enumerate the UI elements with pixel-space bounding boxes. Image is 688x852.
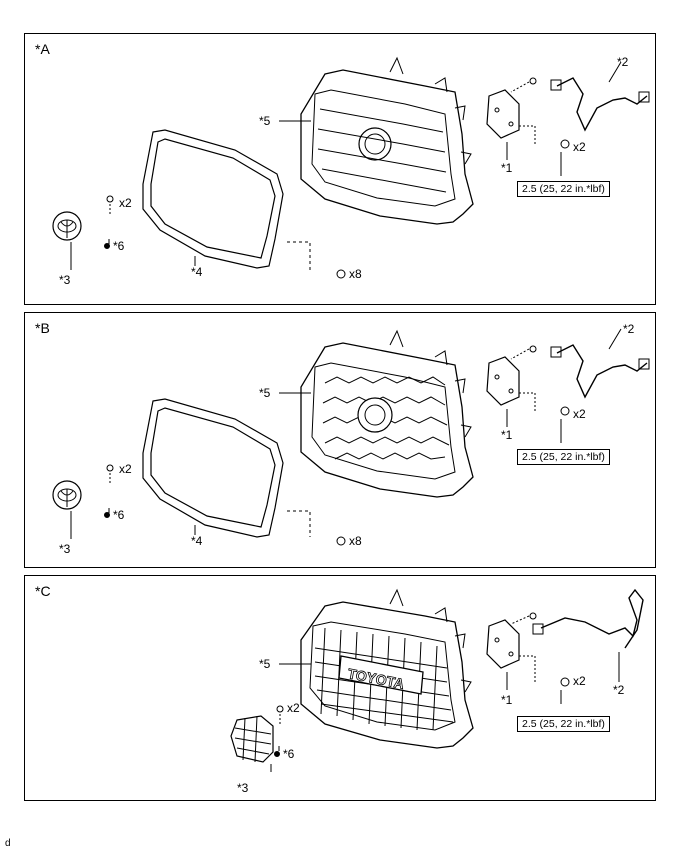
grille-clip-b [336,536,346,546]
torque-spec: 2.5 (25, 22 in.*lbf) [517,181,610,197]
surround-b [142,398,284,538]
qty-emblem-clip: x2 [119,462,132,476]
label-harness: *2 [617,55,629,69]
label-emblem: *3 [59,542,71,556]
surround-a [142,129,284,269]
label-grille: *5 [259,114,271,128]
panel-b-drawing [52,328,650,546]
qty-emblem-clip: x2 [287,701,300,715]
grille-clip-a [336,269,346,279]
qty-grille-clip: x8 [349,267,362,281]
qty-sensor-bolt: x2 [573,407,586,421]
label-sensor: *1 [501,693,513,707]
torque-spec: 2.5 (25, 22 in.*lbf) [517,449,610,465]
label-surround: *4 [191,265,203,279]
panel-c: TOYOTA *C *5 *2 *1 x2 2.5 (25, 22 in.*lb… [24,575,656,801]
grille-a [300,56,474,225]
panel-label: *C [35,583,51,599]
emblem-b [52,480,82,510]
harness-c [540,588,644,649]
label-surround: *4 [191,534,203,548]
panel-c-drawing: TOYOTA [230,588,644,772]
label-harness: *2 [613,683,625,697]
grille-piece-c [230,715,274,763]
grille-c: TOYOTA [300,588,474,749]
bullet-c [274,751,280,757]
label-grille: *5 [259,386,271,400]
bullet-b [104,512,110,518]
label-sensor: *1 [501,161,513,175]
qty-sensor-bolt: x2 [573,140,586,154]
emblem-a [52,211,82,241]
emblem-clip-a [106,195,114,203]
label-clip: *6 [113,508,125,522]
harness-a [556,77,648,132]
emblem-clip-b [106,464,114,472]
panel-label: *A [35,41,50,57]
qty-grille-clip: x8 [349,534,362,548]
harness-b [556,344,648,399]
footer-code: d [5,838,11,849]
emblem-clip-c [276,705,284,713]
qty-emblem-clip: x2 [119,196,132,210]
label-harness: *2 [623,322,635,336]
label-emblem: *3 [59,273,71,287]
sensor-b [486,345,570,416]
panel-label: *B [35,320,50,336]
panel-b: *B *5 *2 *1 x2 2.5 (25, 22 in.*lbf) x2 *… [24,312,656,568]
torque-spec: 2.5 (25, 22 in.*lbf) [517,716,610,732]
grille-b [300,329,474,498]
panel-a: *A *5 *2 *1 x2 2.5 (25, 22 in.*lbf) x2 *… [24,33,656,305]
panel-a-drawing [52,56,650,279]
sensor-a [486,77,570,149]
label-grille: *5 [259,657,271,671]
sensor-c [486,612,570,687]
label-clip: *6 [113,239,125,253]
label-grille-piece: *3 [237,781,249,795]
label-clip: *6 [283,747,295,761]
label-sensor: *1 [501,428,513,442]
bullet-a [104,243,110,249]
qty-sensor-bolt: x2 [573,674,586,688]
